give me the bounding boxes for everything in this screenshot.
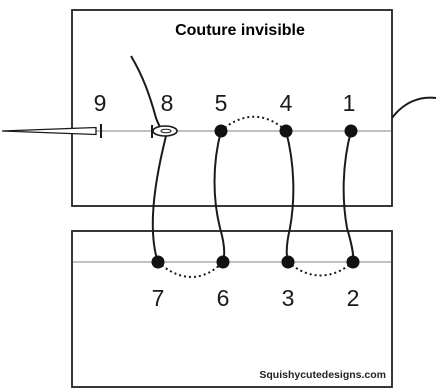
- stitch-point-4: [279, 124, 293, 138]
- credit-text: Squishycutedesigns.com: [259, 369, 386, 381]
- hidden-stitch-7-6: [157, 261, 224, 278]
- label-1: 1: [343, 90, 356, 116]
- label-5: 5: [215, 90, 228, 116]
- stitch-point-3: [281, 255, 295, 269]
- stitch-points: [151, 124, 360, 269]
- needle-eye-icon: [151, 125, 178, 138]
- stitch-point-5: [214, 124, 228, 138]
- needle-icon: [1, 124, 102, 138]
- stitch-8-7: [151, 135, 167, 263]
- label-9: 9: [94, 90, 107, 116]
- stitch-4-3: [285, 130, 295, 263]
- label-2: 2: [347, 285, 360, 311]
- top-fabric-panel: [71, 9, 393, 207]
- label-7: 7: [152, 285, 165, 311]
- stitch-5-6: [213, 130, 226, 263]
- stitch-1-2: [342, 130, 355, 263]
- hidden-stitch-5-4: [220, 115, 287, 132]
- label-6: 6: [217, 285, 230, 311]
- stitch-point-7: [151, 255, 165, 269]
- label-4: 4: [280, 90, 293, 116]
- stitch-point-2: [346, 255, 360, 269]
- label-8: 8: [161, 90, 174, 116]
- vertical-stitches: [151, 130, 355, 263]
- diagram-title: Couture invisible: [175, 22, 305, 39]
- label-3: 3: [282, 285, 295, 311]
- thread-tail-right: [391, 96, 437, 119]
- hidden-stitch-3-2: [287, 261, 354, 277]
- stitch-point-1: [344, 124, 358, 138]
- bottom-fabric-panel: [71, 230, 393, 388]
- stitch-point-6: [216, 255, 230, 269]
- hidden-stitches: [157, 115, 354, 278]
